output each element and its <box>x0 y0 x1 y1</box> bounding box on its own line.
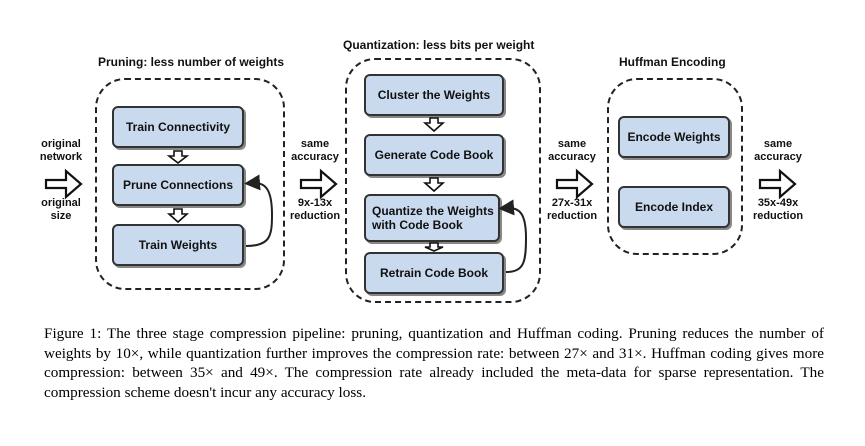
input-size-label: original size <box>41 197 81 222</box>
pruning-accuracy-label: same accuracy <box>291 138 339 163</box>
huffman-reduction-label: 35x-49x reduction <box>752 197 804 222</box>
quantization-stage-container <box>345 58 541 303</box>
huffman-accuracy-label: same accuracy <box>754 138 802 163</box>
huffman-stage-title: Huffman Encoding <box>619 55 726 69</box>
quantization-accuracy-label: same accuracy <box>548 138 596 163</box>
down-arrow-icon <box>422 117 446 133</box>
train-weights-box: Train Weights <box>112 224 244 266</box>
down-arrow-icon <box>422 177 446 193</box>
retrain-code-book-box: Retrain Code Book <box>364 252 504 294</box>
quantization-flow-arrow-icon <box>555 168 594 200</box>
cluster-weights-box: Cluster the Weights <box>364 74 504 116</box>
quantization-stage-title: Quantization: less bits per weight <box>343 38 535 52</box>
train-connectivity-box: Train Connectivity <box>112 106 244 148</box>
quantization-feedback-loop-arrow-icon <box>498 199 528 273</box>
pruning-stage-container <box>95 78 285 290</box>
generate-code-book-box: Generate Code Book <box>364 134 504 176</box>
huffman-flow-arrow-icon <box>758 168 797 200</box>
input-network-label: original network <box>39 138 83 163</box>
down-arrow-icon <box>424 242 444 252</box>
prune-connections-box: Prune Connections <box>112 164 244 206</box>
compression-pipeline-diagram: Pruning: less number of weights Quantiza… <box>39 38 804 303</box>
quantization-reduction-label: 27x-31x reduction <box>546 197 598 222</box>
figure-caption: Figure 1: The three stage compression pi… <box>44 325 824 401</box>
pruning-stage-title: Pruning: less number of weights <box>98 55 285 69</box>
down-arrow-icon <box>166 208 190 224</box>
huffman-stage-container <box>607 78 743 255</box>
pruning-feedback-loop-arrow-icon <box>244 174 274 247</box>
pruning-reduction-label: 9x-13x reduction <box>289 197 341 222</box>
encode-weights-box: Encode Weights <box>618 116 730 158</box>
quantize-weights-box: Quantize the Weights with Code Book <box>364 194 500 242</box>
down-arrow-icon <box>166 150 190 165</box>
input-flow-arrow-icon <box>44 168 83 200</box>
encode-index-box: Encode Index <box>618 186 730 228</box>
pruning-flow-arrow-icon <box>299 168 338 200</box>
arrows-layer <box>44 117 797 273</box>
